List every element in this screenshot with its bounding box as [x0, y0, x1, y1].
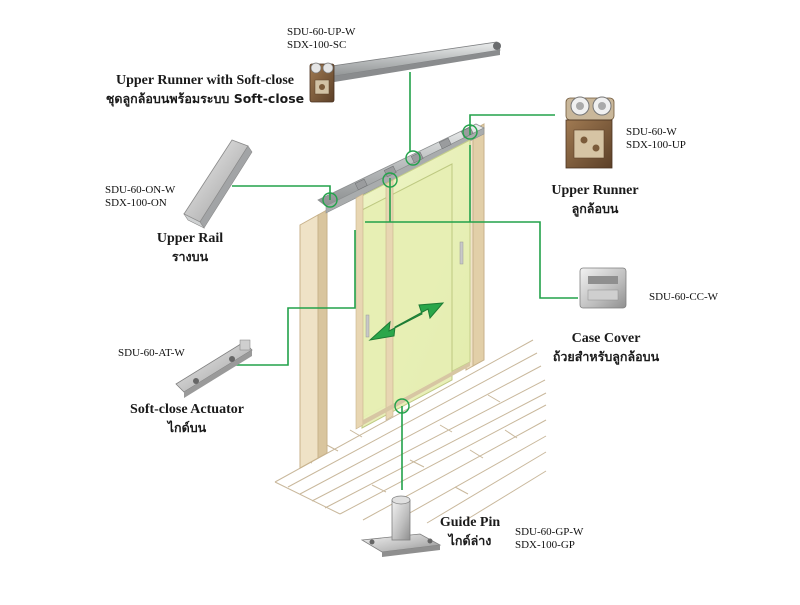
soft-close-actuator-image: [175, 339, 253, 398]
upper-runner-code-1: SDU-60-W: [626, 126, 677, 138]
upper-runner-soft-close-image: [309, 41, 501, 103]
glass-panels: [355, 139, 471, 430]
upper-rail-code-1: SDU-60-ON-W: [105, 184, 176, 196]
callout-circles: [322, 124, 478, 414]
soft-close-runner-label: Upper Runner with Soft-close ชุดลูกล้อบน…: [100, 72, 310, 108]
upper-runner-name-en: Upper Runner: [551, 183, 639, 198]
upper-rail-name-th: รางบน: [171, 249, 209, 264]
upper-rail-name-en: Upper Rail: [156, 231, 224, 246]
case-cover-code-1: SDU-60-CC-W: [649, 291, 719, 303]
soft-close-runner-name-en: Upper Runner with Soft-close: [116, 73, 294, 88]
upper-runner-code-2: SDX-100-UP: [626, 139, 686, 151]
guide-pin-name-en: Guide Pin: [439, 515, 501, 530]
case-cover-image: [579, 267, 627, 309]
case-cover-name-en: Case Cover: [571, 331, 641, 346]
guide-pin-image: [360, 495, 442, 557]
actuator-label: Soft-close Actuator ไกด์บน: [112, 401, 262, 437]
upper-rail-image: [183, 139, 253, 229]
upper-rail-label: Upper Rail รางบน: [140, 230, 240, 266]
guide-pin-name-th: ไกด์ล่าง: [448, 533, 492, 548]
case-cover-label: Case Cover ถ้วยสำหรับลูกล้อบน: [536, 330, 676, 366]
actuator-code-1: SDU-60-AT-W: [118, 347, 185, 359]
leader-lines: [230, 72, 578, 490]
guide-pin-code-2: SDX-100-GP: [515, 539, 575, 551]
upper-rail-code-2: SDX-100-ON: [105, 197, 167, 209]
soft-close-runner-code-2: SDX-100-SC: [287, 39, 347, 51]
actuator-name-th: ไกด์บน: [167, 420, 207, 435]
upper-runner-name-th: ลูกล้อบน: [571, 201, 619, 216]
upper-runner-label: Upper Runner ลูกล้อบน: [530, 182, 660, 218]
upper-runner-image: [565, 96, 615, 169]
guide-pin-code-1: SDU-60-GP-W: [515, 526, 584, 538]
soft-close-runner-name-th: ชุดลูกล้อบนพร้อมระบบ Soft-close: [105, 91, 305, 106]
guide-pin-label: Guide Pin ไกด์ล่าง: [430, 514, 510, 550]
actuator-name-en: Soft-close Actuator: [130, 402, 244, 417]
soft-close-runner-code-1: SDU-60-UP-W: [287, 26, 356, 38]
case-cover-name-th: ถ้วยสำหรับลูกล้อบน: [552, 349, 660, 364]
slide-direction-arrow: [368, 302, 445, 341]
